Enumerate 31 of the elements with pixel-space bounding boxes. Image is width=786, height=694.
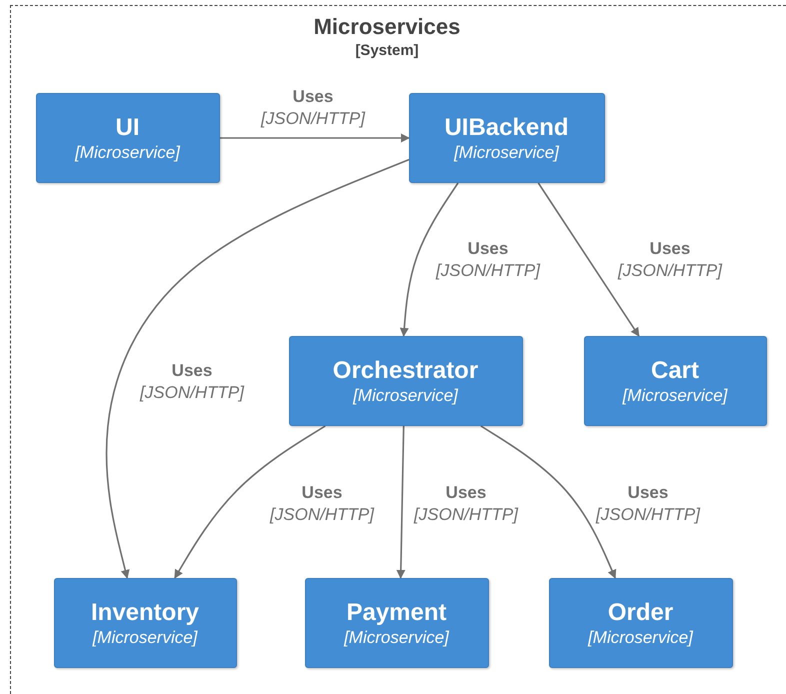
service-type: [Microservice] [75, 142, 180, 162]
service-type: [Microservice] [588, 628, 693, 648]
arrow [400, 182, 459, 337]
service-type: [Microservice] [454, 142, 559, 162]
service-name: Inventory [90, 598, 200, 628]
microservice-box [36, 92, 220, 182]
microservice-box [548, 578, 732, 668]
service-name: UIBackend [444, 112, 569, 142]
arrow [220, 134, 410, 142]
boundary-title: Microservices [312, 14, 462, 40]
microservice-box [288, 336, 522, 426]
arrow [538, 182, 640, 337]
arrow [106, 158, 410, 579]
arrow [396, 426, 406, 579]
service-type: [Microservice] [622, 386, 728, 406]
service-name: Cart [650, 356, 699, 386]
microservice-box [304, 578, 488, 668]
service-name: Orchestrator [332, 356, 478, 386]
system-boundary [10, 5, 786, 694]
service-name: Order [608, 598, 674, 628]
microservice-box [408, 92, 604, 182]
service-name: UI [116, 112, 140, 142]
boundary-type: [System] [354, 42, 420, 59]
arrow [174, 425, 326, 579]
arrow [480, 425, 616, 579]
service-type: [Microservice] [344, 628, 449, 648]
service-type: [Microservice] [92, 628, 198, 648]
microservice-box [584, 336, 766, 426]
microservice-box [54, 578, 236, 668]
service-type: [Microservice] [353, 386, 458, 406]
service-name: Payment [346, 598, 447, 628]
